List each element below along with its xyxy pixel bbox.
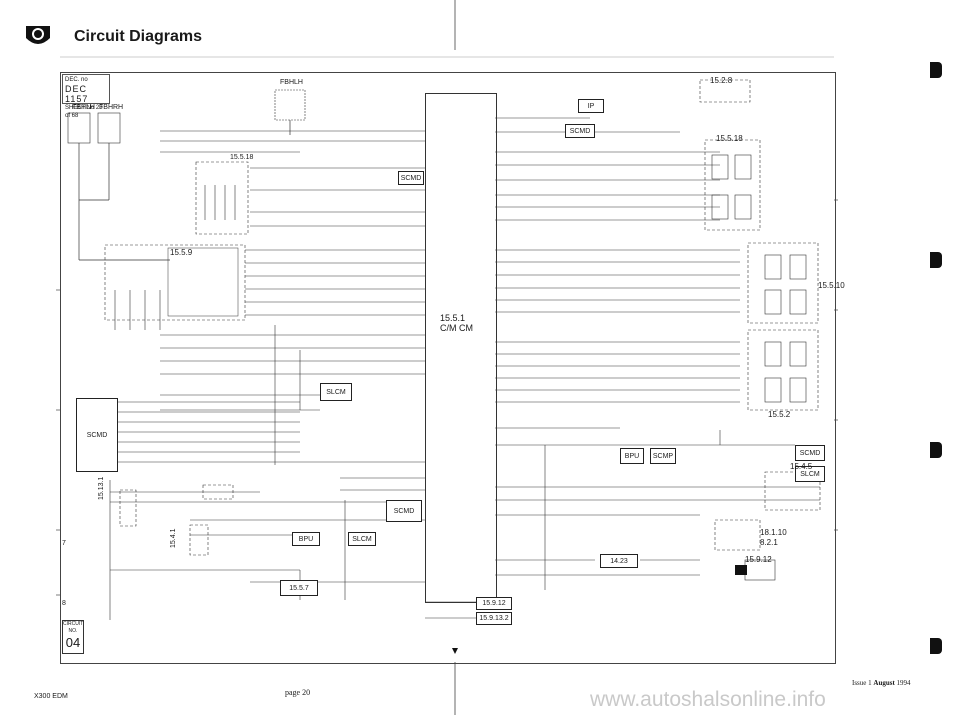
row-7-label: 7 [62, 540, 66, 547]
ref-8-2-1: 8.2.1 [760, 538, 778, 547]
page-header: Circuit Diagrams [0, 0, 960, 60]
tab-marker-4 [930, 638, 942, 654]
fbhrh-label: FBHRH [99, 104, 124, 111]
ref-15-5-10: 15.5.10 [818, 281, 845, 290]
issue-year: 1994 [894, 679, 911, 687]
central-module-column [425, 93, 497, 603]
issue-prefix: Issue 1 [852, 679, 874, 687]
watermark: www.autoshalsonline.info [590, 688, 826, 711]
dec-caption: DEC. no [65, 77, 88, 83]
footer-issue: Issue 1 August 1994 [852, 679, 911, 687]
slcm-module-mid: SLCM [320, 383, 352, 401]
issue-month: August [873, 679, 895, 687]
footer-page-number: page 20 [285, 688, 311, 697]
ref-15-5-18-right: 15.5.18 [716, 134, 743, 143]
tab-marker-3 [930, 442, 942, 458]
scmd-module-top: SCMD [565, 124, 595, 138]
dec-code: DEC 1157 [65, 84, 89, 104]
fbhlh-left-label: FBHLH [72, 104, 95, 111]
cim-cm-label: 15.5.1 C/M CM [440, 313, 473, 333]
diagram-frame [60, 72, 836, 664]
ref-15-5-18-left: 15.5.18 [230, 154, 254, 161]
ref-15-9-12-right: 15.9.12 [745, 555, 772, 564]
ref-15-5-9: 15.5.9 [170, 248, 193, 257]
ref-15-4-1: 15.4.1 [170, 528, 177, 548]
row-8-label: 8 [62, 600, 66, 607]
bpu-module-mid: BPU [292, 532, 320, 546]
circuit-caption: CIRCUIT NO. [63, 621, 84, 634]
scmp-module-right: SCMP [650, 448, 676, 464]
scmd-module-low: SCMD [386, 500, 422, 522]
drawing-number-block: DEC. no DEC 1157 SHEET No 23 of 68 [62, 74, 110, 119]
ref-box-15-5-7: 15.5.7 [280, 580, 318, 596]
scmd-module-mid: SCMD [398, 171, 424, 185]
slcm-module-bot: SLCM [348, 532, 376, 546]
fbhlh-top-label: FBHLH [280, 79, 303, 86]
footer-doc-code: X300 EDM [34, 693, 68, 700]
ip-module: IP [578, 99, 604, 113]
ref-15-5-2: 15.5.2 [768, 410, 791, 419]
page-title: Circuit Diagrams [74, 28, 203, 45]
jaguar-logo-icon [26, 26, 50, 44]
ref-box-14-23: 14.23 [600, 554, 638, 568]
ref-box-15-9-12: 15.9.12 [476, 597, 512, 610]
tab-marker-1 [930, 62, 942, 78]
ref-15-4-5: 15.4.5 [790, 462, 813, 471]
circuit-number-block: CIRCUIT NO. 04 [62, 620, 84, 654]
circuit-number: 04 [65, 635, 81, 650]
ref-box-15-9-13-2: 15.9.13.2 [476, 612, 512, 625]
ref-15-13-1: 15.13.1 [98, 476, 105, 500]
ref-18-1-10: 18.1.10 [760, 528, 787, 537]
bpu-module-right: BPU [620, 448, 644, 464]
ref-15-2-8: 15.2.8 [710, 76, 733, 85]
tab-marker-2 [930, 252, 942, 268]
sheet-line: SHEET No 23 of 68 [65, 105, 103, 119]
scmd-module-left: SCMD [76, 398, 118, 472]
slcm-module-right: SLCM [795, 466, 825, 482]
scmd-module-right: SCMD [795, 445, 825, 461]
